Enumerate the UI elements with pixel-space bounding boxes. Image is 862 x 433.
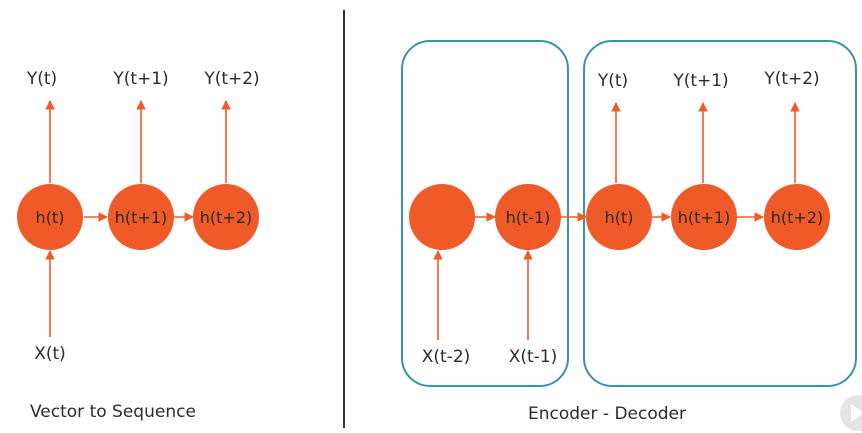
output-label: Y(t) [26,69,57,89]
node-label: h(t+1) [678,208,730,227]
output-label: Y(t+2) [203,69,259,89]
encoder-decoder-diagram: h(t-1) h(t) h(t+1) h(t+2) Y(t) Y(t+1) Y(… [401,40,857,424]
output-label: Y(t+1) [112,69,168,89]
node-label: h(t-1) [506,208,551,227]
diagram-caption: Encoder - Decoder [528,404,686,424]
output-label: Y(t+2) [763,69,819,89]
hidden-state-node [586,184,652,250]
hidden-state-node [193,184,259,250]
node-label: h(t) [605,208,634,227]
output-label: Y(t+1) [672,71,728,91]
hidden-state-node [409,184,475,250]
hidden-state-node [671,184,737,250]
play-icon[interactable] [840,395,862,431]
output-label: Y(t) [597,71,628,91]
vector-to-sequence-diagram: h(t) h(t+1) h(t+2) Y(t) Y(t+1) Y(t+2) X(… [17,69,260,422]
hidden-state-node [764,184,830,250]
node-label: h(t+2) [771,208,823,227]
node-label: h(t+1) [115,208,167,227]
hidden-state-node [495,184,561,250]
encoder-box [401,40,569,387]
input-label: X(t-2) [422,347,471,367]
input-label: X(t) [34,344,66,364]
diagram-caption: Vector to Sequence [30,402,196,422]
hidden-state-node [108,184,174,250]
hidden-state-node [17,184,83,250]
node-label: h(t+2) [200,208,252,227]
node-label: h(t) [36,208,65,227]
input-label: X(t-1) [509,347,558,367]
